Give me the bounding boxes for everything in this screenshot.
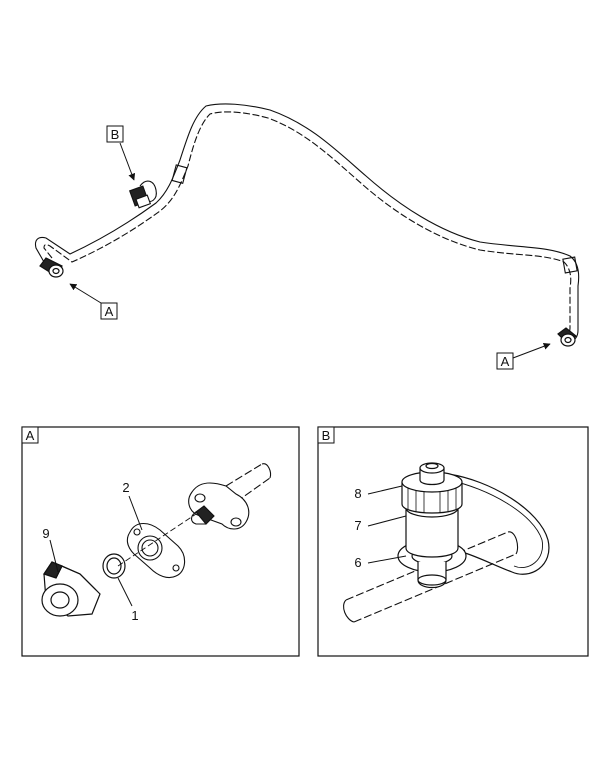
detail-b-tether — [447, 473, 550, 575]
detail-b-part-7: 7 — [354, 518, 361, 533]
left-end-fitting — [39, 257, 64, 278]
callout-a-left: A — [69, 283, 118, 320]
callout-b-label: B — [111, 127, 120, 142]
detail-b-part-6: 6 — [354, 555, 361, 570]
detail-a-part-9: 9 — [42, 526, 49, 541]
detail-a-gasket — [126, 522, 186, 579]
detail-a-part-2: 2 — [122, 480, 129, 495]
tube-assembly — [34, 103, 580, 343]
drain-valve-b — [128, 180, 157, 209]
callout-a-right: A — [496, 342, 551, 370]
detail-a-tube-flange — [188, 463, 272, 530]
detail-a-label: A — [26, 428, 35, 443]
detail-b-panel: B — [317, 426, 589, 657]
detail-a-panel: A — [21, 426, 300, 657]
detail-a-seal-ring — [102, 553, 126, 579]
right-end-fitting — [557, 327, 577, 347]
detail-b-tube — [343, 531, 519, 623]
callout-a-left-label: A — [105, 304, 114, 319]
callout-a-right-label: A — [501, 354, 510, 369]
detail-b-part-8: 8 — [354, 486, 361, 501]
detail-a-nut — [41, 561, 101, 617]
detail-b-label: B — [322, 428, 331, 443]
callout-b: B — [106, 125, 136, 181]
detail-a-part-1: 1 — [131, 608, 138, 623]
detail-b-valve — [397, 462, 467, 589]
